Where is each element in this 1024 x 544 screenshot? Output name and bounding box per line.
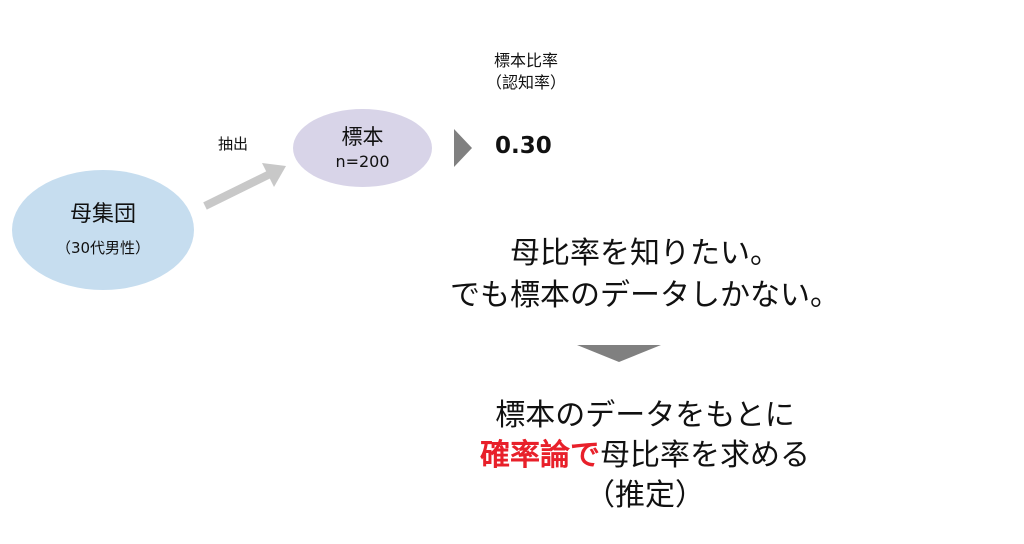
- extract-arrow-shaft: [203, 170, 272, 210]
- population-label: 母集団: [69, 202, 136, 227]
- goal-message: 母比率を知りたい。 でも標本のデータしかない。: [380, 233, 910, 317]
- sample-ratio-label-line1: 標本比率: [493, 51, 558, 70]
- extract-label: 抽出: [218, 135, 249, 153]
- method-message-line2-rest: 母比率を求める: [600, 438, 810, 473]
- extract-arrow-head: [262, 163, 286, 187]
- sample-label: 標本: [341, 125, 384, 149]
- population-ellipse: 母集団 （30代男性）: [12, 170, 194, 290]
- result-triangle-icon: [454, 129, 472, 167]
- method-message: 標本のデータをもとに 確率論で母比率を求める （推定）: [380, 396, 910, 516]
- goal-message-line2: でも標本のデータしかない。: [450, 278, 840, 313]
- method-message-line2: 確率論で母比率を求める: [380, 436, 910, 476]
- probability-theory-highlight: 確率論で: [480, 438, 600, 473]
- population-sublabel: （30代男性）: [55, 239, 151, 257]
- method-message-line3: （推定）: [585, 478, 705, 513]
- sample-ratio-label: 標本比率 （認知率）: [470, 50, 582, 94]
- down-triangle-icon: [577, 345, 661, 362]
- goal-message-line1: 母比率を知りたい。: [510, 236, 780, 271]
- method-message-line1: 標本のデータをもとに: [495, 398, 795, 433]
- sample-size: n=200: [335, 152, 390, 171]
- sample-ellipse: 標本 n=200: [293, 109, 432, 187]
- sample-ratio-label-line2: （認知率）: [485, 73, 566, 92]
- sample-ratio-value: 0.30: [495, 133, 552, 159]
